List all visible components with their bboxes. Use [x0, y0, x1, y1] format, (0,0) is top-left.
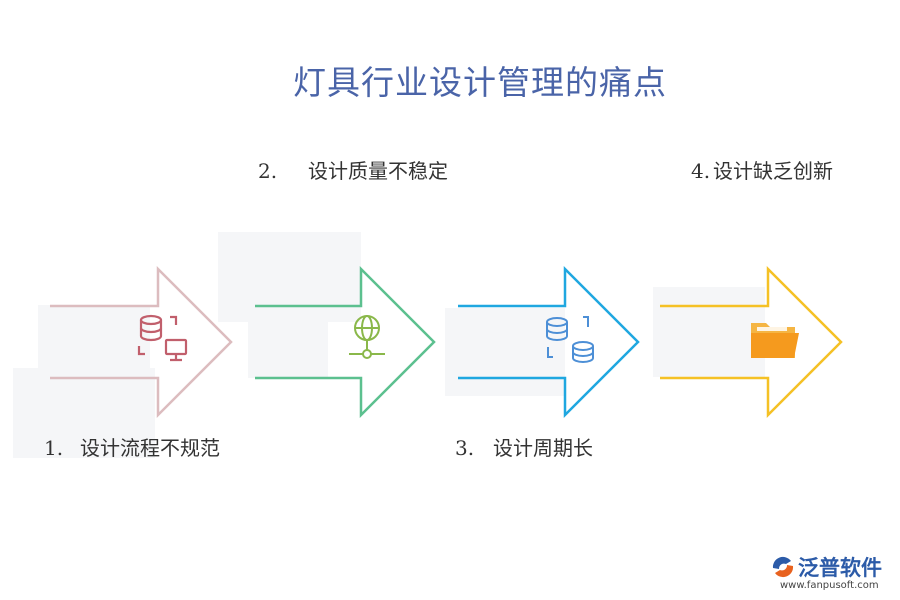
- step-1-text: 设计流程不规范: [80, 436, 220, 460]
- step-2-label: 2. 设计质量不稳定: [258, 155, 448, 184]
- bg-panel: [13, 368, 155, 458]
- page-title: 灯具行业设计管理的痛点: [293, 63, 667, 102]
- step-2-text: 设计质量不稳定: [308, 159, 448, 183]
- logo-name: 泛普软件: [798, 556, 882, 580]
- step-2-number: 2.: [258, 159, 278, 183]
- logo-icon: [772, 556, 794, 578]
- arrow-step-1: [50, 265, 233, 419]
- bg-panel: [38, 305, 150, 370]
- logo-url: www.fanpusoft.com: [780, 580, 879, 591]
- bg-panel: [248, 320, 328, 378]
- step-3-label: 3. 设计周期长: [455, 432, 593, 461]
- step-1-label: 1. 设计流程不规范: [44, 432, 220, 461]
- globe-network-icon: [349, 315, 385, 359]
- arrow-step-2: [255, 265, 436, 419]
- database-sync-icon: [546, 316, 594, 363]
- database-monitor-icon: [137, 314, 188, 362]
- arrow-step-4: [660, 265, 843, 419]
- folder-icon: [751, 323, 799, 358]
- step-3-text: 设计周期长: [493, 436, 593, 460]
- bg-panel: [653, 287, 765, 377]
- brand-logo: 泛普软件 www.fanpusoft.com: [770, 552, 895, 596]
- step-3-number: 3.: [455, 436, 475, 460]
- arrow-step-3: [458, 265, 640, 419]
- step-4-number: 4.: [691, 159, 711, 183]
- step-4-label: 4.设计缺乏创新: [691, 155, 833, 184]
- step-4-text: 设计缺乏创新: [713, 159, 833, 183]
- step-1-number: 1.: [44, 436, 64, 460]
- bg-panel: [445, 308, 565, 396]
